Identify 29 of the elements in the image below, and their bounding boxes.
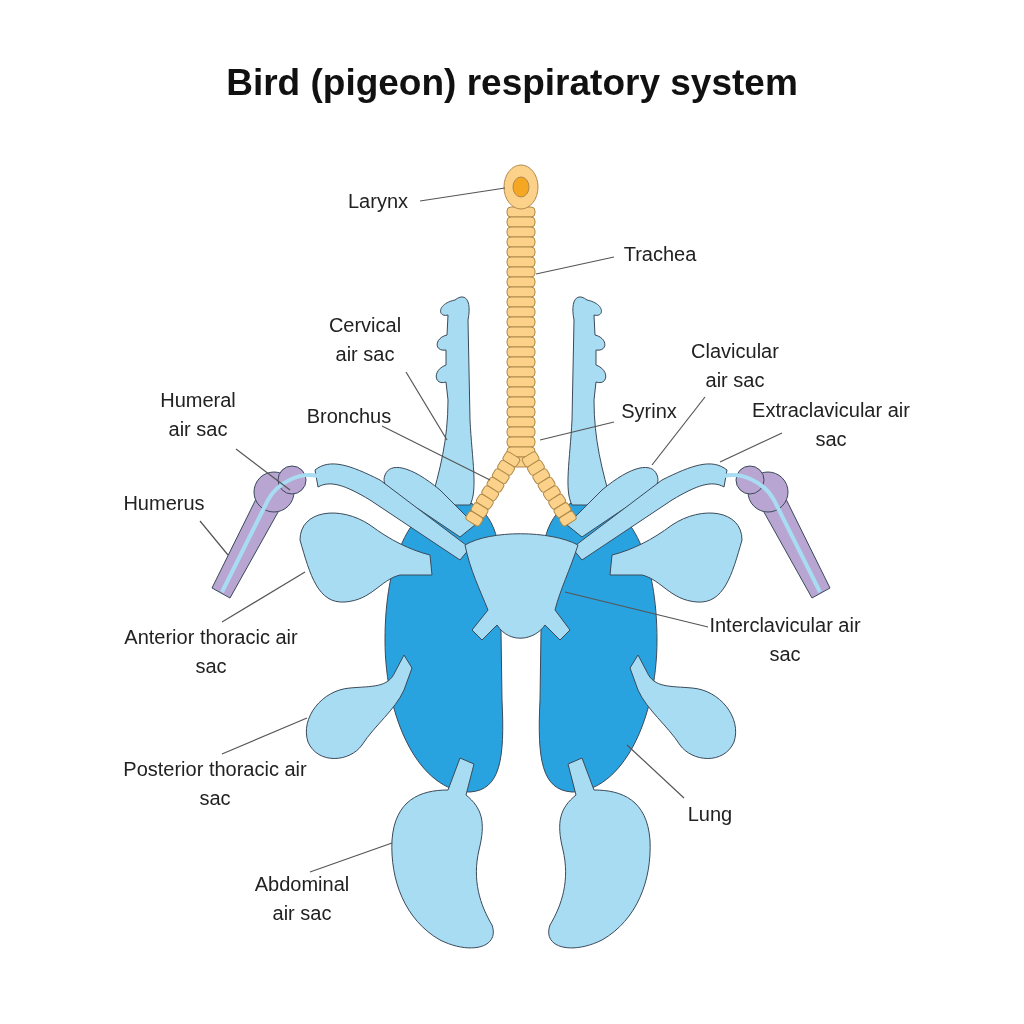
part-label: Anterior thoracic air sac: [116, 623, 306, 681]
part-label: Humerus: [114, 489, 214, 518]
leader-line: [719, 432, 783, 463]
part-label: Lung: [680, 800, 740, 829]
part-label: Larynx: [338, 187, 418, 216]
part-label: Interclavicular air sac: [705, 611, 865, 669]
leader-line: [221, 717, 308, 755]
part-label: Cervical air sac: [315, 311, 415, 369]
part-label: Syrinx: [609, 397, 689, 426]
leader-line: [221, 571, 306, 623]
leader-line: [199, 520, 229, 556]
leader-line: [405, 371, 448, 441]
part-label: Extraclavicular air sac: [746, 396, 916, 454]
part-label: Trachea: [615, 240, 705, 269]
part-label: Bronchus: [294, 402, 404, 431]
diagram-title: Bird (pigeon) respiratory system: [225, 62, 799, 104]
part-label: Humeral air sac: [148, 386, 248, 444]
leader-line: [626, 744, 685, 799]
part-label: Abdominal air sac: [242, 870, 362, 928]
leader-line: [539, 421, 615, 441]
leader-line: [381, 425, 491, 481]
leader-line: [564, 591, 709, 628]
part-label: Clavicular air sac: [680, 337, 790, 395]
leader-line: [651, 396, 706, 466]
leader-line: [235, 448, 291, 491]
leader-line: [309, 842, 393, 873]
part-label: Posterior thoracic air sac: [115, 755, 315, 813]
leader-line: [419, 187, 506, 202]
leader-line: [535, 256, 615, 275]
